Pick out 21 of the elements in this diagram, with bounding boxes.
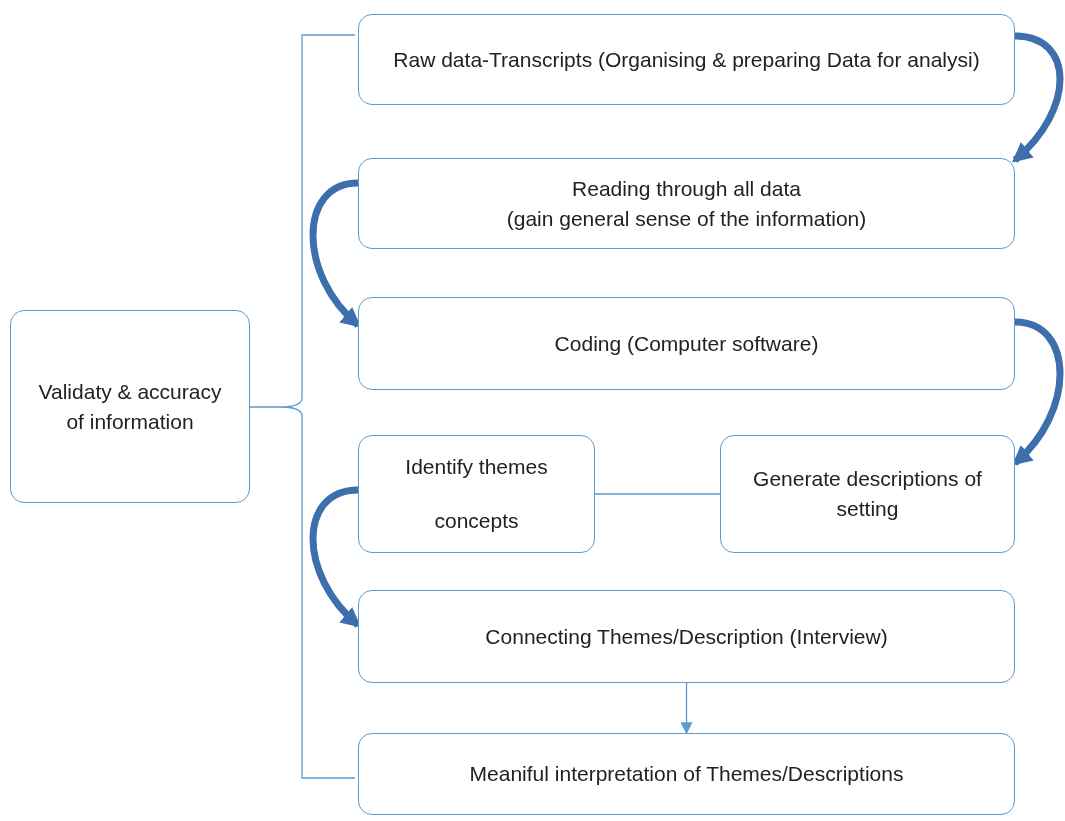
connector-line — [594, 493, 721, 495]
process-box — [358, 733, 1015, 815]
process-box — [720, 435, 1015, 553]
box-text: concepts — [434, 508, 519, 534]
process-box — [358, 590, 1015, 683]
process-box — [358, 297, 1015, 390]
process-box — [10, 310, 250, 503]
process-box — [358, 14, 1015, 105]
process-box — [358, 158, 1015, 249]
process-box — [358, 435, 595, 553]
box-text: Reading through all data — [572, 175, 801, 202]
box-text: Identify themes — [405, 454, 548, 480]
box-text: Raw data-Transcripts (Organising & preparing Data for analysi) — [393, 46, 980, 73]
arrow — [680, 682, 693, 735]
box-text: Meaniful interpretation of Themes/Descriptions — [469, 761, 904, 787]
arrow — [1012, 32, 1064, 163]
box-text: Connecting Themes/Description (Interview) — [485, 623, 888, 650]
box-text: (gain general sense of the information) — [506, 205, 867, 232]
box-text: Validaty & accuracy of information — [37, 378, 223, 435]
box-text: Generate descriptions of setting — [752, 466, 983, 522]
box-text: Coding (Computer software) — [554, 330, 819, 357]
